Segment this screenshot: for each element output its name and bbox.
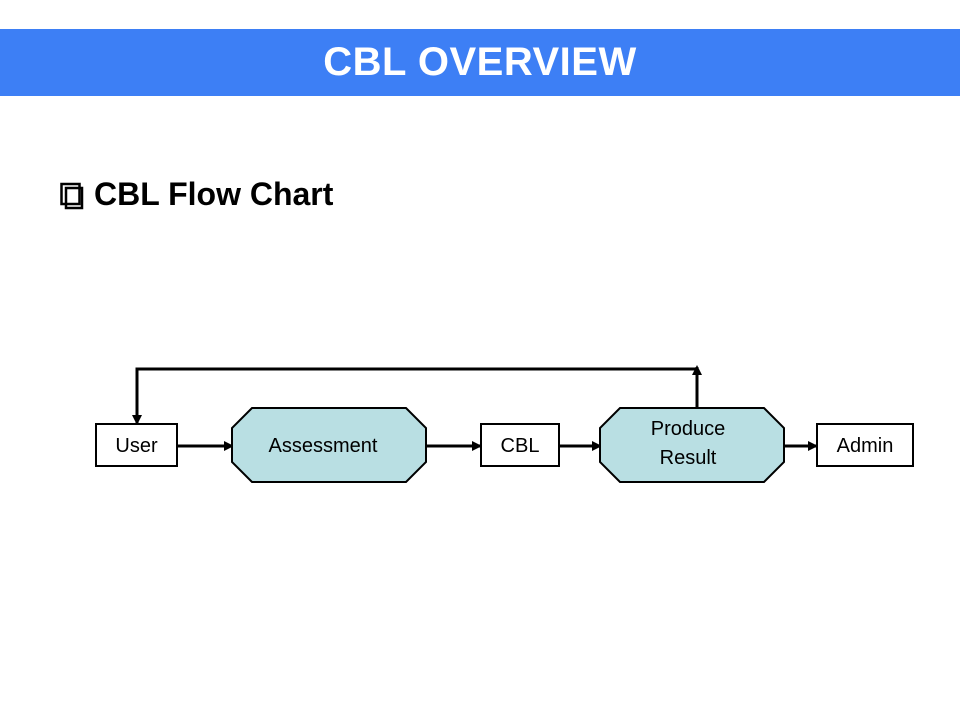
node-assessment: Assessment (231, 407, 427, 483)
node-produce-label-line1: Produce (651, 418, 726, 440)
node-cbl-label: CBL (501, 435, 540, 457)
node-user-label: User (115, 435, 158, 457)
node-produce-result: Produce Result (599, 407, 785, 483)
title-bar: CBL OVERVIEW (0, 29, 960, 96)
node-produce-label-line2: Result (660, 447, 717, 469)
checkbox-icon (60, 182, 84, 209)
arrow-loop-back-to-user (132, 367, 697, 425)
node-user: User (95, 423, 178, 467)
node-admin-label: Admin (837, 435, 894, 457)
page-title: CBL OVERVIEW (323, 40, 637, 84)
section-heading: CBL Flow Chart (60, 176, 333, 213)
node-admin: Admin (816, 423, 914, 467)
node-assessment-label: Assessment (269, 435, 378, 457)
section-heading-text: CBL Flow Chart (94, 176, 334, 212)
node-cbl: CBL (480, 423, 560, 467)
